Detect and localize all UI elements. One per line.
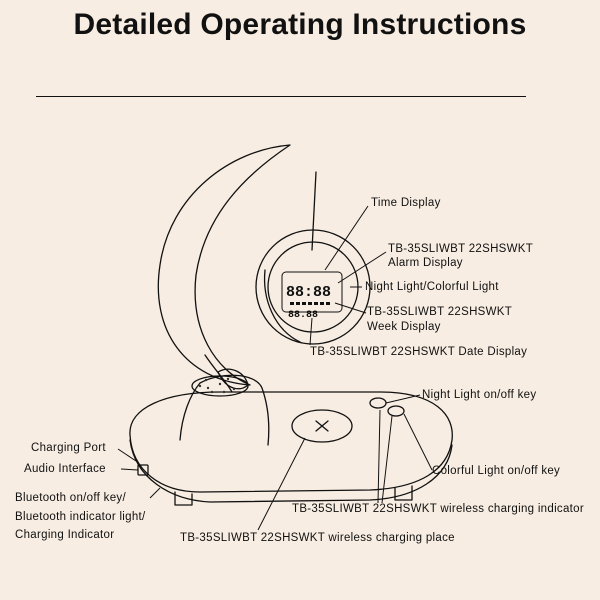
label-week-display: Week Display [367, 321, 441, 333]
label-time-display: Time Display [371, 197, 441, 209]
wireless-charging-pad [291, 409, 353, 443]
date-readout: 88.88 [288, 310, 318, 321]
label-wireless-place: TB-35SLIWBT 22SHSWKT wireless charging p… [180, 532, 455, 544]
moon-holder [217, 368, 249, 390]
dome-top [191, 375, 249, 397]
right-foot [394, 485, 413, 501]
title-divider [36, 96, 526, 97]
left-foot [174, 491, 193, 506]
label-charging-indicator: Charging Indicator [15, 529, 115, 541]
dome-dial-dots [198, 377, 236, 394]
globe-rim [263, 269, 301, 343]
label-date-display: TB-35SLIWBT 22SHSWKT Date Display [310, 346, 528, 358]
leader-wireless-place [257, 437, 306, 531]
label-wireless-indicator: TB-35SLIWBT 22SHSWKT wireless charging i… [292, 503, 584, 515]
leader-indicator-1 [377, 409, 381, 504]
night-light-button [369, 397, 387, 409]
leader-colorful-key [403, 413, 433, 471]
leader-time [324, 205, 369, 271]
clock-lcd-frame [281, 271, 343, 313]
label-alarm-display-model: TB-35SLIWBT 22SHSWKT [388, 243, 534, 255]
base-lower-edge [129, 439, 453, 503]
label-week-display-model: TB-35SLIWBT 22SHSWKT [367, 306, 513, 318]
hanging-rod [311, 171, 317, 251]
label-colorful-light-key: Colorful Light on/off key [432, 465, 561, 477]
lamp-dome [179, 374, 270, 446]
label-night-colorful-light: Night Light/Colorful Light [365, 281, 499, 293]
leader-bluetooth [149, 487, 161, 499]
leader-audio [120, 468, 139, 471]
base-platform [129, 391, 453, 493]
leader-charging-port [117, 448, 137, 462]
label-charging-port: Charging Port [31, 442, 106, 454]
week-indicator-row [290, 302, 330, 305]
crescent-moon-shade [157, 144, 291, 386]
charging-pad-symbol [315, 420, 329, 432]
leader-night-key [385, 394, 421, 404]
leader-alarm [337, 251, 387, 284]
label-bluetooth-key: Bluetooth on/off key/ [15, 492, 126, 504]
leader-week [334, 302, 367, 314]
time-readout: 88:88 [286, 284, 331, 301]
colorful-light-button [387, 405, 405, 417]
leader-date [309, 317, 313, 346]
label-audio-interface: Audio Interface [24, 463, 106, 475]
clock-lcd [281, 271, 343, 313]
label-alarm-display: Alarm Display [388, 257, 463, 269]
label-night-light-key: Night Light on/off key [422, 389, 537, 401]
clock-globe-outer [255, 229, 371, 345]
label-bluetooth-indicator: Bluetooth indicator light/ [15, 511, 146, 523]
leader-indicator-2 [381, 415, 393, 504]
page-title: Detailed Operating Instructions [73, 8, 527, 41]
